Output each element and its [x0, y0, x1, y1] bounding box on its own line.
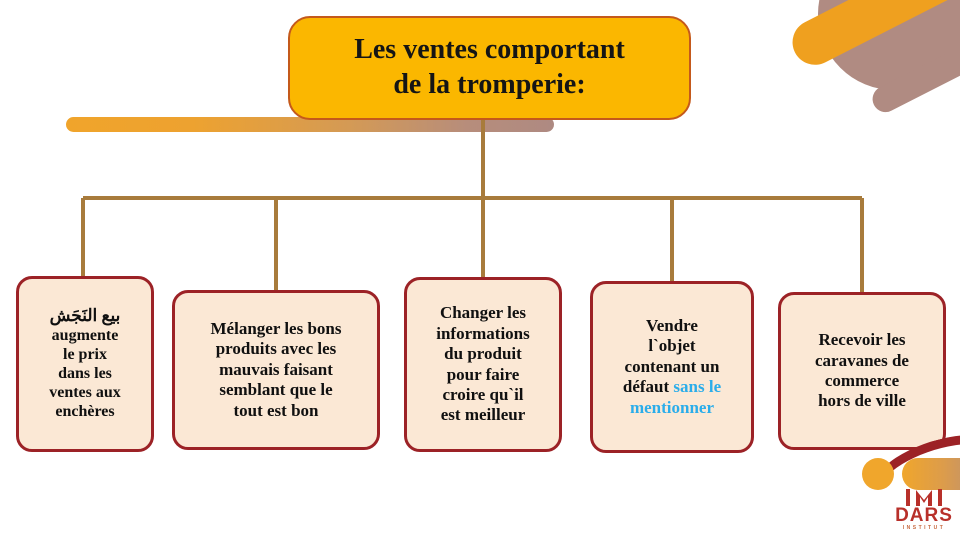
- node-5-text: Recevoir les caravanes de commerce hors …: [781, 328, 943, 414]
- node-1-text: بيع النَجَش augmente le prix dans les ve…: [19, 304, 151, 423]
- node-5-line-2: caravanes de: [815, 350, 909, 370]
- logo-subtitle: INSTITUT: [902, 525, 946, 531]
- node-2-line-1: Mélanger les bons: [210, 319, 342, 339]
- node-4-line-2: l`objet: [648, 336, 696, 356]
- decor-title-underline-bar: [66, 117, 554, 132]
- node-3-line-1: Changer les: [439, 303, 527, 323]
- title-line-2: de la tromperie:: [393, 69, 586, 100]
- node-5-line-3: commerce: [824, 371, 900, 390]
- node-box-5: Recevoir les caravanes de commerce hors …: [778, 292, 946, 450]
- decor-orange-dot: [862, 458, 894, 490]
- node-4-line-5-highlight: mentionner: [629, 397, 715, 417]
- node-2-text: Mélanger les bons produits avec les mauv…: [175, 317, 377, 423]
- node-4-line-4-highlight: sans le: [673, 377, 722, 397]
- node-1-arabic-term: بيع النَجَش: [49, 306, 121, 326]
- node-box-1: بيع النَجَش augmente le prix dans les ve…: [16, 276, 154, 452]
- node-2-line-3: mauvais faisant: [219, 359, 333, 379]
- node-3-line-6: est meilleur: [440, 405, 526, 425]
- node-1-line-1: augmente: [51, 327, 119, 345]
- node-box-3: Changer les informations du produit pour…: [404, 277, 562, 452]
- title-line-1: Les ventes comportant: [354, 34, 625, 66]
- node-2-line-5: tout est bon: [233, 400, 319, 420]
- node-5-line-4: hors de ville: [818, 391, 906, 411]
- node-1-line-5: enchères: [55, 402, 115, 420]
- node-3-line-2: informations: [436, 323, 530, 343]
- node-1-line-3: dans les: [58, 365, 112, 382]
- node-4-text: Vendre l`objet contenant un défaut sans …: [593, 314, 751, 420]
- brand-logo: DARS INSTITUT: [893, 486, 955, 536]
- node-3-line-5: croire qu`il: [442, 384, 524, 404]
- node-box-4: Vendre l`objet contenant un défaut sans …: [590, 281, 754, 453]
- node-2-line-4: semblant que le: [219, 380, 333, 400]
- node-2-line-2: produits avec les: [215, 339, 337, 359]
- logo-mark-icon: [893, 486, 955, 506]
- node-3-line-3: du produit: [444, 344, 522, 364]
- node-5-line-1: Recevoir les: [818, 330, 906, 350]
- logo-wordmark: DARS: [895, 505, 953, 526]
- decor-gradient-pill: [902, 458, 960, 490]
- node-4-line-4-plain: défaut: [622, 377, 674, 397]
- page-title: Les ventes comportant de la tromperie:: [340, 33, 639, 102]
- node-box-2: Mélanger les bons produits avec les mauv…: [172, 290, 380, 450]
- title-box: Les ventes comportant de la tromperie:: [288, 16, 691, 120]
- node-1-line-2: le prix: [63, 346, 107, 364]
- node-4-line-3: contenant un: [624, 356, 720, 376]
- node-1-line-4: ventes aux: [49, 383, 121, 401]
- node-4-line-1: Vendre: [646, 316, 698, 336]
- node-3-text: Changer les informations du produit pour…: [407, 301, 559, 427]
- node-3-line-4: pour faire: [446, 364, 520, 384]
